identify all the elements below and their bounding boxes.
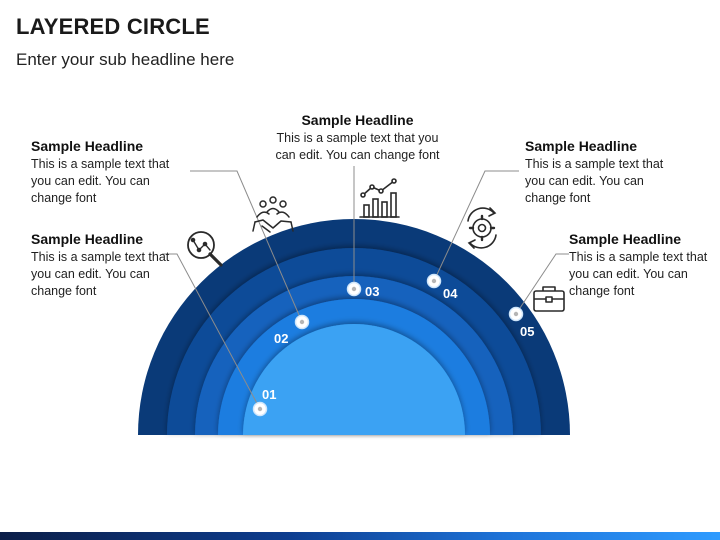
callout-02-headline: Sample Headline [31, 138, 144, 154]
callout-04-text: This is a sample text that you can edit.… [525, 157, 664, 205]
step-number-05: 05 [520, 324, 534, 339]
ring-core [243, 324, 465, 435]
magnifier-chart-icon [187, 231, 223, 267]
leader-line-05 [515, 253, 569, 315]
callout-03: Sample Headline This is a sample text th… [270, 111, 445, 164]
page-title: LAYERED CIRCLE [16, 14, 210, 39]
teamwork-handshake-icon [252, 196, 294, 233]
callout-01: Sample Headline This is a sample text th… [31, 230, 171, 300]
callout-01-headline: Sample Headline [31, 231, 144, 247]
callout-03-headline: Sample Headline [301, 112, 414, 128]
callout-04-headline: Sample Headline [525, 138, 638, 154]
callout-02: Sample Headline This is a sample text th… [31, 137, 181, 207]
leader-line-04 [433, 170, 519, 282]
step-number-01: 01 [262, 387, 276, 402]
callout-01-text: This is a sample text that you can edit.… [31, 250, 170, 298]
callout-03-text: This is a sample text that you can edit.… [275, 131, 440, 162]
gear-cycle-icon [467, 207, 497, 249]
growth-chart-icon [359, 178, 400, 218]
step-number-03: 03 [365, 284, 379, 299]
bottom-accent-bar [0, 532, 720, 540]
leader-line-02 [190, 170, 303, 323]
leader-line-01 [162, 253, 261, 410]
callout-05-text: This is a sample text that you can edit.… [569, 250, 708, 298]
callout-02-text: This is a sample text that you can edit.… [31, 157, 170, 205]
callout-05: Sample Headline This is a sample text th… [569, 230, 709, 300]
step-number-04: 04 [443, 286, 458, 301]
briefcase-icon [533, 286, 565, 312]
callout-05-headline: Sample Headline [569, 231, 682, 247]
page-subtitle: Enter your sub headline here [16, 50, 235, 69]
callout-04: Sample Headline This is a sample text th… [525, 137, 675, 207]
step-number-02: 02 [274, 331, 288, 346]
